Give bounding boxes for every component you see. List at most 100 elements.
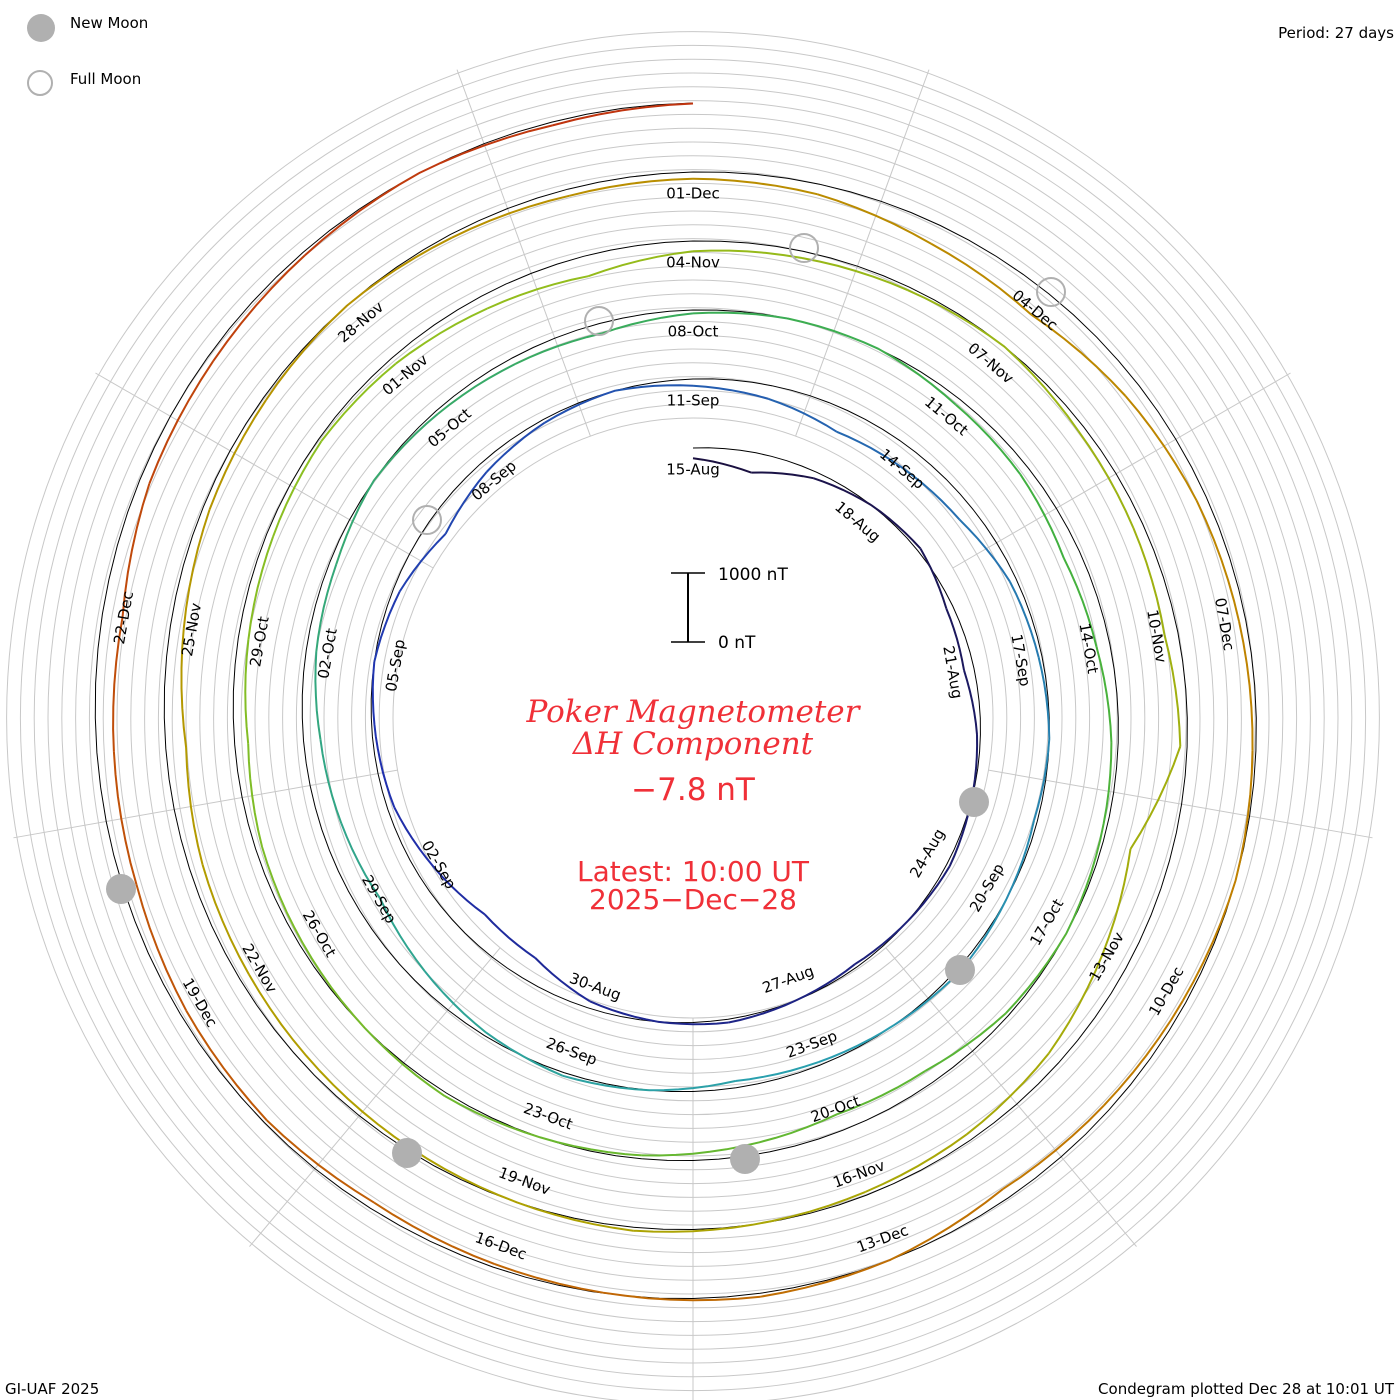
trace-segment-day-75 xyxy=(247,536,274,640)
full-moon-marker xyxy=(583,305,614,336)
date-label: 19-Nov xyxy=(496,1163,553,1198)
trace-segment-day-80 xyxy=(587,250,694,278)
trace-segment-day-0 xyxy=(692,457,752,474)
trace-segment-day-61 xyxy=(1099,742,1113,841)
trace-segment-day-26 xyxy=(615,384,694,392)
trace-segment-day-23 xyxy=(444,471,488,535)
full-moon-marker xyxy=(411,504,442,535)
title-line-1: Poker Magnetometer xyxy=(526,694,860,730)
date-label: 28-Nov xyxy=(334,298,387,346)
trace-segment-day-72 xyxy=(261,846,304,944)
trace-segment-day-134 xyxy=(552,102,694,127)
trace-segment-day-117 xyxy=(1103,1000,1184,1107)
new-moon-legend-icon xyxy=(27,14,55,42)
grid-radial-line xyxy=(795,69,930,437)
trace-segment-day-112 xyxy=(1124,395,1198,502)
grid-radial-line xyxy=(13,769,398,839)
trace-segment-day-103 xyxy=(208,399,267,510)
trace-segment-day-85 xyxy=(1077,430,1135,529)
trace-segment-day-110 xyxy=(930,242,1033,316)
trace-segment-day-70 xyxy=(363,1027,446,1097)
baseline-spiral xyxy=(94,102,1257,1300)
trace-segment-day-115 xyxy=(1234,750,1254,881)
grid-radial-lines xyxy=(13,69,1373,1400)
trace-segment-day-63 xyxy=(1005,932,1068,1014)
trace-segment-day-76 xyxy=(272,440,323,538)
trace-segment-day-60 xyxy=(1095,646,1113,743)
trace-segment-day-119 xyxy=(889,1188,1004,1261)
trace-segment-day-124 xyxy=(266,1119,375,1204)
trace-segment-day-114 xyxy=(1238,621,1254,751)
trace-segment-day-51 xyxy=(437,363,516,415)
trace-segment-day-93 xyxy=(752,1190,866,1226)
trace-segment-day-88 xyxy=(1129,746,1182,850)
date-label: 10-Nov xyxy=(1143,608,1170,664)
trace-segment-day-123 xyxy=(373,1201,495,1265)
trace-segment-day-16 xyxy=(484,913,536,959)
trace-segment-day-29 xyxy=(836,430,904,469)
date-label: 04-Nov xyxy=(666,254,720,272)
trace-segment-day-83 xyxy=(907,289,1006,348)
trace-segment-day-64 xyxy=(924,1012,1007,1072)
trace-segment-day-48 xyxy=(315,563,338,652)
trace-segment-day-91 xyxy=(966,1052,1050,1136)
trace-segment-day-74 xyxy=(244,639,250,744)
trace-segment-day-34 xyxy=(1033,738,1051,821)
trace-segment-day-79 xyxy=(486,275,589,310)
grid-radial-line xyxy=(952,372,1291,569)
trace-segment-day-54 xyxy=(692,311,788,320)
trace-segment-day-17 xyxy=(433,866,486,916)
trace-segment-day-27 xyxy=(692,384,769,400)
new-moon-marker xyxy=(945,955,976,986)
trace-segment-day-28 xyxy=(768,397,838,433)
trace-segment-day-35 xyxy=(1005,819,1036,900)
date-label: 01-Dec xyxy=(666,185,720,203)
trace-segment-day-87 xyxy=(1163,634,1182,747)
grid-ring xyxy=(6,31,1380,1400)
trace-segment-day-65 xyxy=(836,1070,926,1116)
trace-segment-day-116 xyxy=(1181,880,1237,1002)
trace-segment-day-94 xyxy=(633,1223,753,1233)
trace-segment-day-131 xyxy=(212,254,306,362)
trace-segment-day-133 xyxy=(418,124,553,174)
chart-title: Poker Magnetometer ΔH Component xyxy=(0,696,1386,760)
trace-segment-day-77 xyxy=(320,362,397,442)
full-moon-legend-icon xyxy=(27,70,53,96)
full-moon-marker xyxy=(1035,276,1066,307)
new-moon-marker xyxy=(959,787,990,818)
latest-timestamp: Latest: 10:00 UT 2025−Dec−28 xyxy=(0,858,1386,914)
full-moon-legend-label: Full Moon xyxy=(70,70,142,88)
scale-bar: 1000 nT 0 nT xyxy=(671,565,788,653)
trace-segment-day-113 xyxy=(1195,500,1241,622)
date-label: 22-Dec xyxy=(110,590,137,646)
date-label: 23-Oct xyxy=(521,1099,575,1133)
trace-segment-day-82 xyxy=(801,257,909,292)
trace-segment-day-39 xyxy=(735,1061,819,1082)
date-label: 13-Dec xyxy=(854,1221,910,1256)
trace-segment-day-10 xyxy=(854,920,909,966)
trace-segment-day-126 xyxy=(135,884,188,1012)
trace-segment-day-125 xyxy=(185,1010,268,1121)
footer-plot-time: Condegram plotted Dec 28 at 10:01 UT xyxy=(1098,1380,1394,1398)
trace-segment-day-99 xyxy=(201,864,250,975)
trace-segment-day-129 xyxy=(121,483,151,618)
trace-segment-day-104 xyxy=(265,304,348,401)
grid-radial-line xyxy=(988,769,1373,839)
trace-segment-day-50 xyxy=(373,413,439,482)
new-moon-marker xyxy=(391,1138,422,1169)
trace-segment-day-18 xyxy=(393,806,435,869)
trace-segment-day-101 xyxy=(180,628,188,748)
trace-segment-day-96 xyxy=(409,1146,518,1204)
date-label: 14-Oct xyxy=(1075,622,1102,675)
new-moon-marker xyxy=(729,1144,760,1175)
grid-radial-line xyxy=(885,947,1137,1247)
trace-segment-day-109 xyxy=(816,193,932,245)
trace-segment-day-92 xyxy=(865,1133,968,1193)
title-line-2: ΔH Component xyxy=(572,726,814,762)
trace-segment-day-20 xyxy=(371,661,377,737)
trace-segment-day-2 xyxy=(813,477,873,507)
trace-segment-day-55 xyxy=(787,317,879,350)
trace-segment-day-32 xyxy=(1008,580,1040,658)
full-moon-marker xyxy=(789,233,820,264)
